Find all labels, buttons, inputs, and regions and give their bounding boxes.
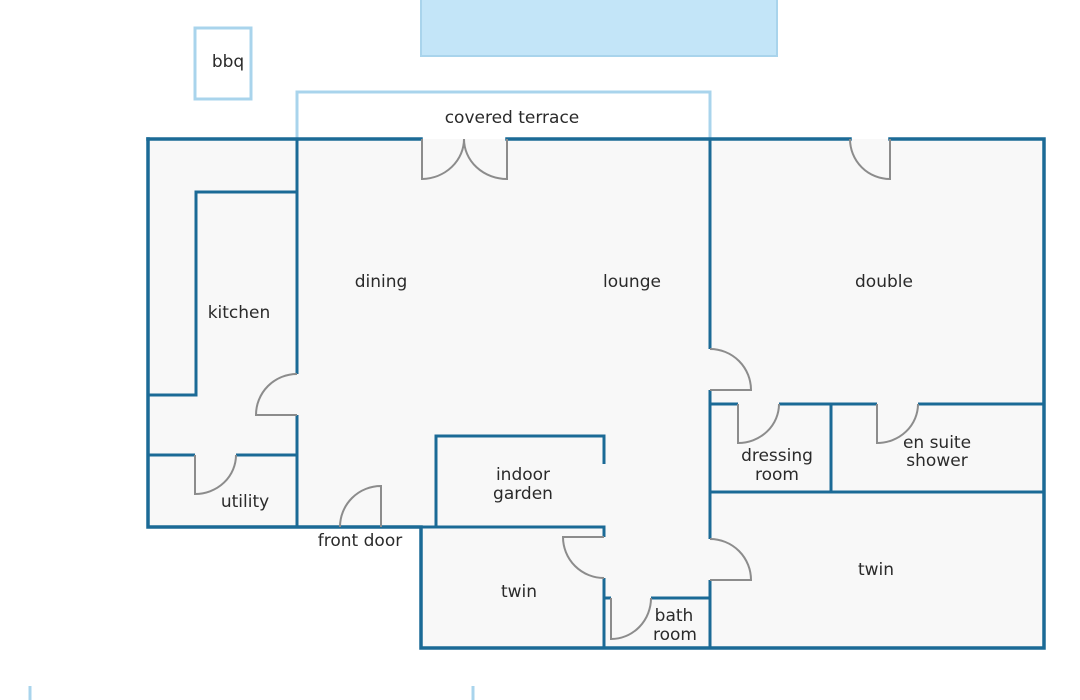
- bath-door: [610, 597, 652, 641]
- terrace-door-left: [421, 138, 465, 181]
- label-covered-terrace: covered terrace: [445, 108, 580, 128]
- label-bath-room-line1: bath: [655, 606, 694, 626]
- double-top-door: [849, 138, 891, 181]
- label-en-suite-line1: en suite: [903, 433, 971, 453]
- label-utility: utility: [221, 492, 269, 512]
- label-dining: dining: [355, 272, 408, 292]
- label-bbq: bbq: [212, 52, 244, 72]
- bbq-area: [193, 26, 253, 101]
- covered-terrace-outline: [295, 90, 712, 139]
- label-indoor-garden-line1: indoor: [496, 465, 550, 485]
- label-dressing-room-line1: dressing: [741, 446, 813, 466]
- dressing-door: [737, 403, 780, 445]
- label-en-suite-line2: shower: [906, 451, 967, 471]
- twin-right-door: [709, 538, 753, 581]
- label-double: double: [855, 272, 913, 292]
- twin-left-door: [561, 536, 605, 579]
- utility-door: [194, 454, 237, 496]
- label-bath-room-line2: room: [653, 625, 697, 645]
- label-kitchen: kitchen: [208, 303, 271, 323]
- front-door-swing: [339, 484, 382, 528]
- double-side-door: [709, 348, 753, 391]
- terrace-door-right: [463, 138, 508, 181]
- label-twin-left: twin: [501, 582, 537, 602]
- kitchen-door: [254, 373, 298, 416]
- label-twin-right: twin: [858, 560, 894, 580]
- room-labels: bbq covered terrace dining lounge double…: [208, 52, 971, 645]
- interior-walls: [148, 139, 1044, 648]
- doors: [194, 138, 919, 641]
- label-front-door: front door: [318, 531, 402, 551]
- floor-fill: [148, 139, 1044, 648]
- label-dressing-room-line2: room: [755, 465, 799, 485]
- label-lounge: lounge: [603, 272, 661, 292]
- label-indoor-garden-line2: garden: [493, 484, 553, 504]
- exterior-walls: [146, 137, 1046, 650]
- pool: [420, 0, 778, 57]
- ensuite-door: [876, 403, 919, 445]
